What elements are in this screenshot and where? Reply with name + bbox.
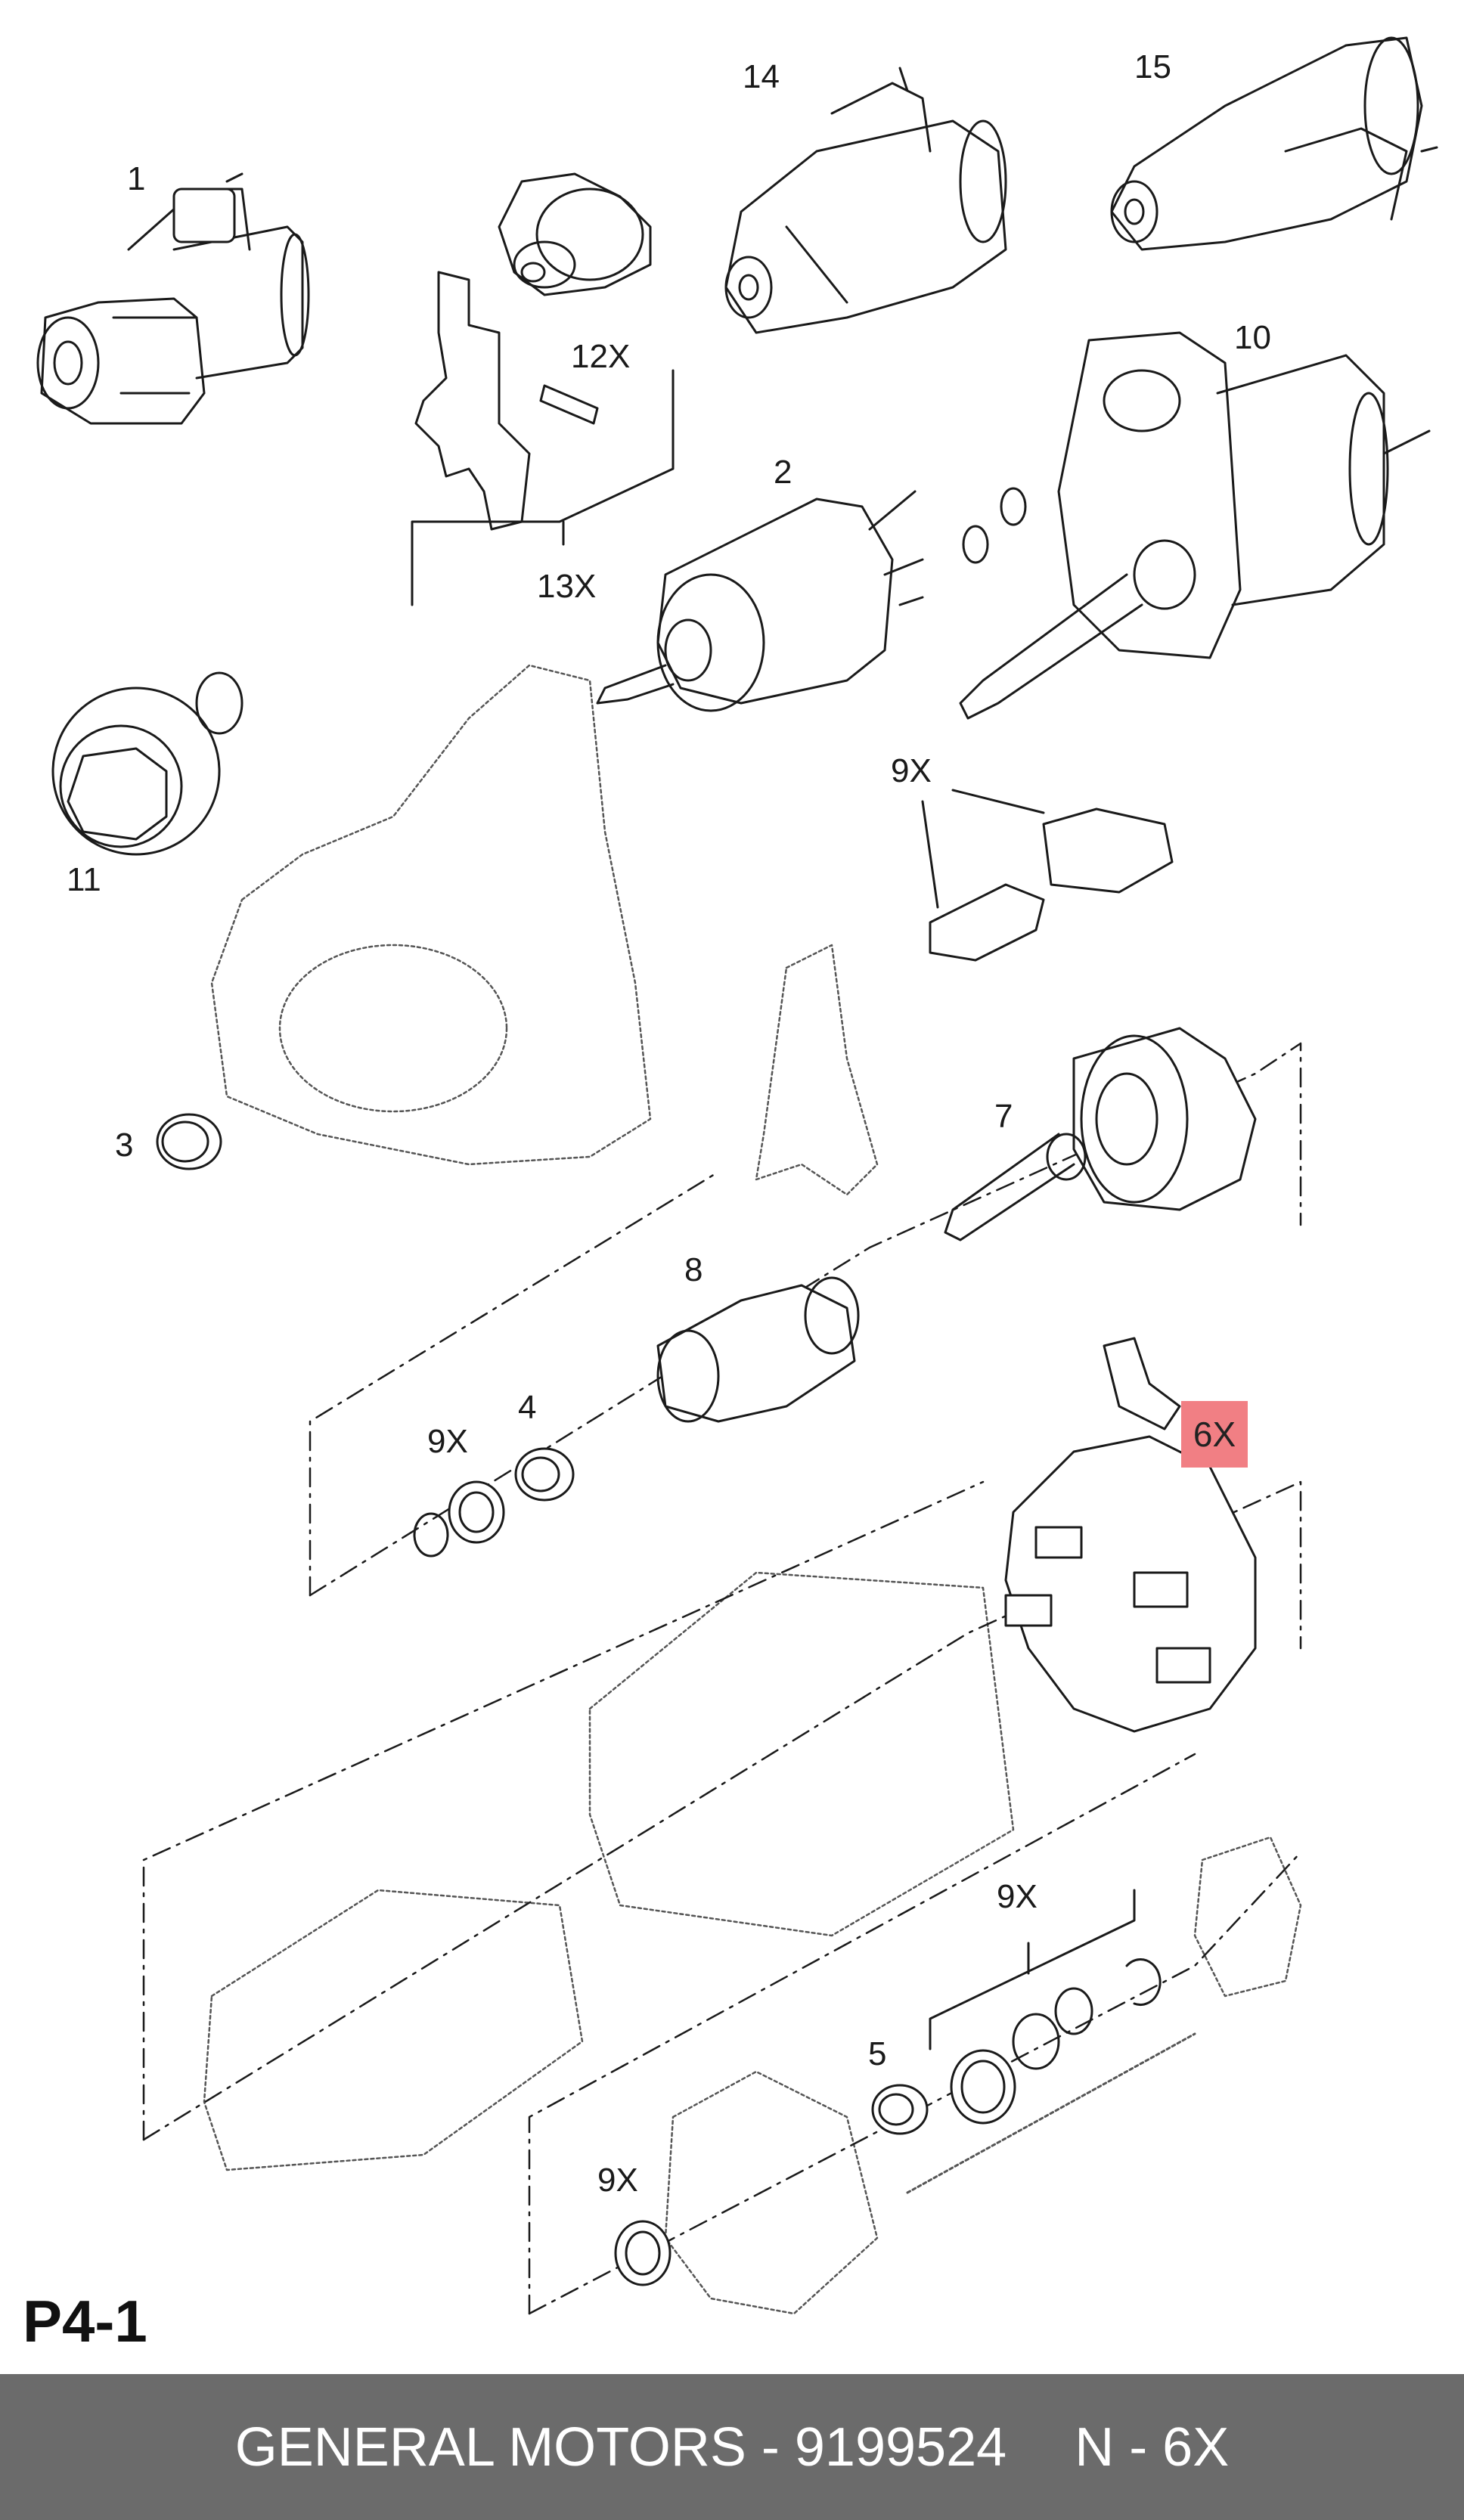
callout-9x-bottom-left: 9X — [597, 2162, 638, 2199]
bushing-5 — [871, 2084, 929, 2135]
fork-kit-12x-13x — [411, 172, 675, 606]
callout-4: 4 — [518, 1389, 537, 1426]
callout-15: 15 — [1134, 48, 1171, 85]
starter-assembly-1 — [36, 172, 310, 425]
exploded-starter-diagram — [36, 36, 1438, 2315]
callout-9x-mid: 9X — [427, 1423, 468, 1460]
solenoid-2 — [596, 490, 924, 712]
terminal-kit-9x — [921, 789, 1174, 962]
callout-8: 8 — [684, 1251, 703, 1288]
retaining-rings-9x — [929, 1889, 1162, 2125]
drive-shaft-7 — [944, 1027, 1257, 1241]
callout-14: 14 — [743, 58, 780, 95]
drive-end-housing — [203, 664, 1302, 2315]
through-bolt — [906, 2032, 1196, 2194]
footer-quantity: N - 6X — [1075, 2416, 1230, 2478]
callout-6x-highlighted: 6X — [1181, 1401, 1248, 1468]
callout-5: 5 — [868, 2035, 887, 2072]
callout-1: 1 — [127, 160, 146, 197]
seal-9x-bottom — [614, 2220, 672, 2286]
callout-3: 3 — [115, 1127, 134, 1164]
brush-holder-6x — [1004, 1337, 1257, 1733]
callout-13x: 13X — [537, 568, 597, 605]
starter-assembly-15 — [1110, 36, 1438, 251]
callout-9x-top: 9X — [891, 752, 932, 789]
callout-7: 7 — [994, 1098, 1013, 1135]
callout-11: 11 — [67, 861, 101, 898]
page-code: P4-1 — [23, 2288, 147, 2354]
bushing-3 — [156, 1113, 222, 1170]
starter-assembly-14 — [724, 67, 1007, 334]
callout-9x-bottom-right: 9X — [997, 1878, 1038, 1915]
callout-2: 2 — [774, 454, 792, 491]
footer-bar: GENERAL MOTORS - 9199524 N - 6X — [0, 2374, 1464, 2520]
seals-and-bushing-9x-4 — [413, 1447, 575, 1558]
callout-12x: 12X — [571, 338, 631, 375]
solenoid-with-shield-10 — [959, 331, 1431, 720]
callout-10: 10 — [1234, 319, 1271, 356]
pinion-8 — [656, 1276, 860, 1423]
pinion-drive-11 — [51, 671, 243, 856]
footer-part-text: GENERAL MOTORS - 9199524 — [234, 2416, 1007, 2478]
